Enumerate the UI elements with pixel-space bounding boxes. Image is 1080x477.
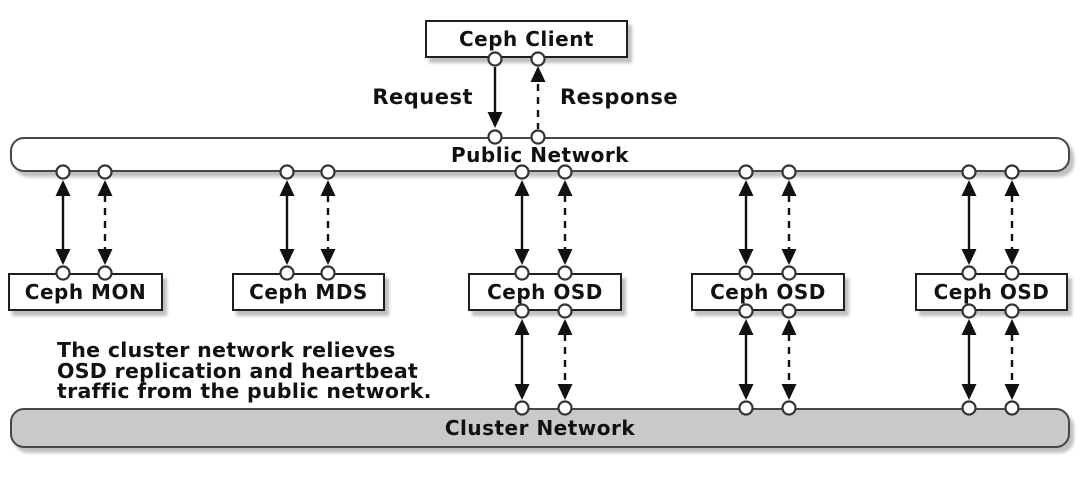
response-label: Response <box>560 85 679 109</box>
dashed-double-arrow-public-mon-head-down <box>97 249 113 265</box>
solid-double-arrow-cluster-osd-2-head-up <box>738 319 754 335</box>
dashed-double-arrow-public-osd-1-head-down <box>557 249 573 265</box>
node-ceph-client: Ceph Client <box>425 20 628 58</box>
dashed-double-arrow-public-osd-3-head-down <box>1004 249 1020 265</box>
dashed-double-arrow-public-osd-1-head-up <box>557 180 573 196</box>
node-ceph-osd-1-label: Ceph OSD <box>487 280 603 304</box>
solid-double-arrow-public-osd-1-head-up <box>514 180 530 196</box>
solid-double-arrow-cluster-osd-3-head-up <box>961 319 977 335</box>
solid-double-arrow-public-mds-head-up <box>279 180 295 196</box>
solid-double-arrow-public-osd-1-head-down <box>514 249 530 265</box>
dashed-double-arrow-cluster-osd-1-head-down <box>557 384 573 400</box>
cluster-network-label: Cluster Network <box>444 416 636 440</box>
solid-double-arrow-public-mds-head-down <box>279 249 295 265</box>
dashed-double-arrow-cluster-osd-2-head-up <box>781 319 797 335</box>
node-ceph-osd-1: Ceph OSD <box>468 273 622 311</box>
solid-double-arrow-public-osd-3-head-down <box>961 249 977 265</box>
node-ceph-osd-3-label: Ceph OSD <box>933 280 1050 304</box>
dashed-double-arrow-cluster-osd-3-head-down <box>1004 384 1020 400</box>
node-ceph-osd-3: Ceph OSD <box>915 273 1068 311</box>
dashed-double-arrow-public-osd-3-head-up <box>1004 180 1020 196</box>
solid-double-arrow-public-osd-2-head-down <box>738 249 754 265</box>
dashed-double-arrow-cluster-osd-2-head-down <box>781 384 797 400</box>
solid-double-arrow-public-mon-head-down <box>55 249 71 265</box>
dashed-double-arrow-public-mds-head-up <box>320 180 336 196</box>
node-ceph-mon: Ceph MON <box>8 273 163 311</box>
solid-double-arrow-cluster-osd-3-head-down <box>961 384 977 400</box>
solid-double-arrow-public-mon-head-up <box>55 180 71 196</box>
node-ceph-client-label: Ceph Client <box>458 27 594 51</box>
node-ceph-osd-2-label: Ceph OSD <box>710 280 826 304</box>
node-ceph-osd-2: Ceph OSD <box>691 273 845 311</box>
dashed-double-arrow-cluster-osd-1-head-up <box>557 319 573 335</box>
dashed-double-arrow-public-osd-2-head-down <box>781 249 797 265</box>
dashed-double-arrow-cluster-osd-3-head-up <box>1004 319 1020 335</box>
annotation-line-3: traffic from the public network. <box>57 379 432 403</box>
solid-double-arrow-public-osd-3-head-up <box>961 180 977 196</box>
node-ceph-mds: Ceph MDS <box>232 273 385 311</box>
annotation-line-1: The cluster network relieves <box>57 338 396 362</box>
cluster-network-annotation: The cluster network relieves OSD replica… <box>57 340 432 402</box>
cluster-network-bar: Cluster Network <box>10 408 1070 448</box>
node-ceph-mds-label: Ceph MDS <box>249 280 368 304</box>
node-ceph-mon-label: Ceph MON <box>24 280 147 304</box>
solid-double-arrow-cluster-osd-1-head-down <box>514 384 530 400</box>
solid-double-arrow-public-osd-2-head-up <box>738 180 754 196</box>
dashed-double-arrow-public-osd-2-head-up <box>781 180 797 196</box>
public-network-bar: Public Network <box>10 137 1070 172</box>
solid-double-arrow-cluster-osd-1-head-up <box>514 319 530 335</box>
dashed-double-arrow-public-mon-head-up <box>97 180 113 196</box>
request-arrow-head <box>487 112 503 128</box>
request-label: Request <box>372 85 473 109</box>
dashed-double-arrow-public-mds-head-down <box>320 249 336 265</box>
solid-double-arrow-cluster-osd-2-head-down <box>738 384 754 400</box>
public-network-label: Public Network <box>451 142 629 167</box>
response-arrow-head <box>530 66 546 82</box>
annotation-line-2: OSD replication and heartbeat <box>57 358 419 383</box>
